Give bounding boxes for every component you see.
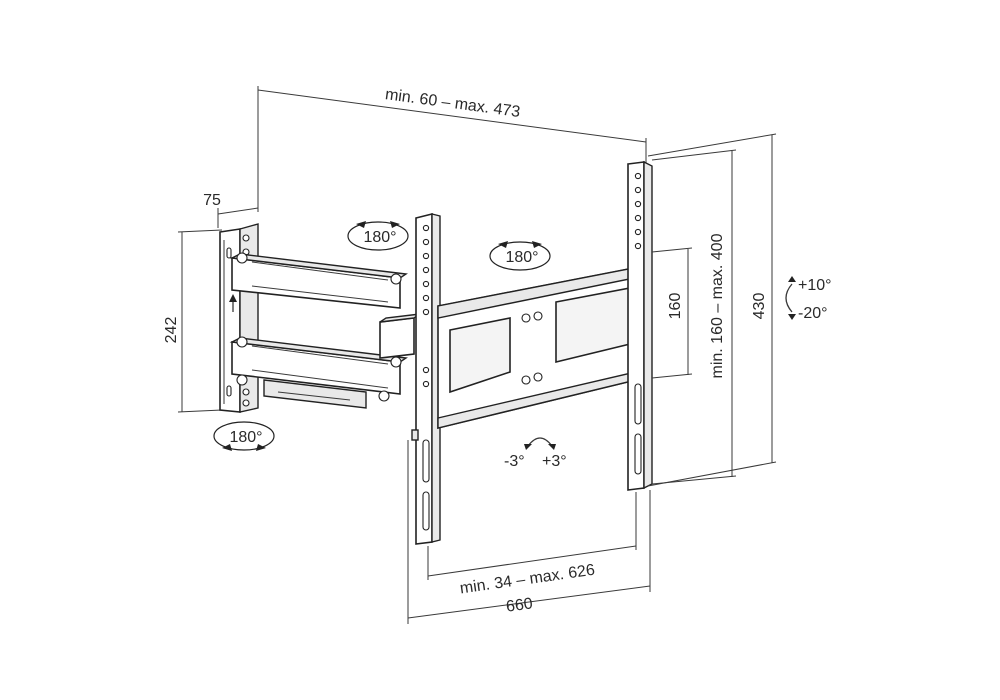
rail-left [411, 212, 441, 545]
cross-plate [437, 265, 645, 430]
tilt-up-label: +10° [798, 277, 832, 294]
swivel-top-left: 180° [347, 221, 409, 251]
dim-vesa-vertical-range: min. 160 – max. 400 [651, 149, 737, 485]
swivel-top-center: 180° [489, 241, 551, 271]
swing-arm-upper [229, 252, 408, 309]
swing-arm-lower [229, 336, 408, 402]
dim-overall-height: 430 [647, 133, 777, 487]
vesa-vertical-small-label: 160 [667, 293, 684, 320]
arm-pivot-block [379, 313, 421, 359]
tilt-down-label: -20° [798, 305, 828, 322]
dim-vesa-horizontal-range: min. 34 – max. 626 [427, 492, 637, 598]
wall-plate-height-label: 242 [163, 317, 180, 344]
swivel-top-left-label: 180° [363, 229, 396, 246]
wall-plate-depth-label: 75 [203, 192, 221, 209]
up-arrow-icon [229, 294, 237, 312]
level-plus-label: +3° [542, 453, 567, 470]
vesa-horizontal-range-label: min. 34 – max. 626 [459, 562, 596, 598]
level-minus-label: -3° [504, 453, 525, 470]
dim-overall-width: 660 [407, 440, 651, 624]
vesa-vertical-range-label: min. 160 – max. 400 [709, 233, 726, 378]
swivel-top-center-label: 180° [505, 249, 538, 266]
swivel-bottom-left-label: 180° [229, 429, 262, 446]
dim-wall-plate-height: 242 [163, 229, 223, 413]
overall-width-label: 660 [505, 595, 534, 615]
level-indicator: -3° +3° [504, 437, 567, 470]
arm-lower-link [263, 379, 367, 409]
dim-vesa-vertical-small: 160 [651, 247, 693, 379]
rail-right [627, 160, 653, 491]
swivel-bottom-left: 180° [213, 421, 275, 451]
tilt-indicator: +10° -20° [785, 276, 832, 322]
dim-depth-range: min. 60 – max. 473 [257, 86, 647, 212]
dim-wall-plate-depth: 75 [203, 192, 259, 228]
overall-height-label: 430 [751, 293, 768, 320]
